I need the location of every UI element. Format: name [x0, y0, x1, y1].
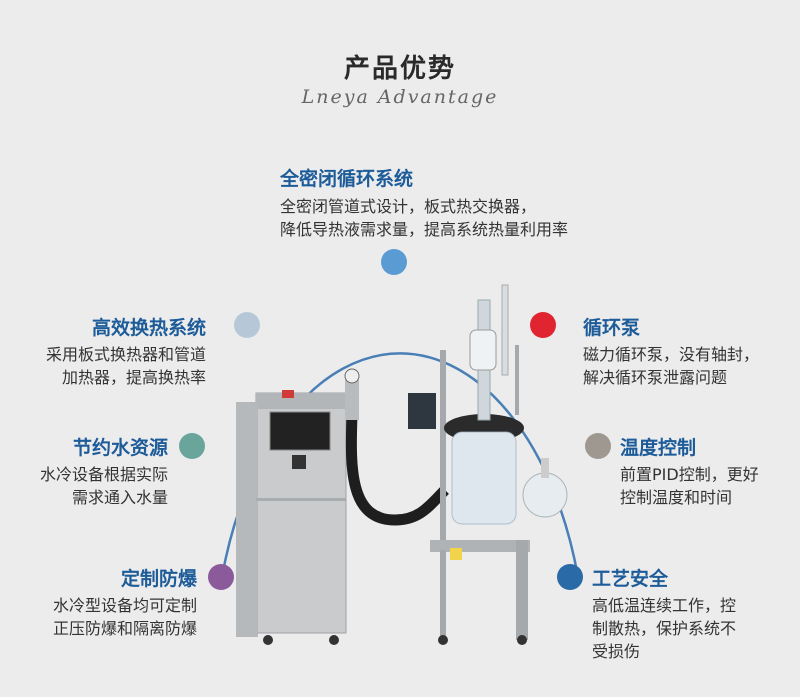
- feature-desc-line: 采用板式换热器和管道: [45, 345, 206, 364]
- feature-desc-line: 水冷型设备均可定制: [52, 596, 197, 615]
- feature-title-circulation-pump: 循环泵: [583, 317, 641, 339]
- feature-desc-line: 需求通入水量: [71, 488, 168, 507]
- feature-desc-line: 受损伤: [592, 642, 641, 661]
- feature-desc-line: 磁力循环泵，没有轴封，: [583, 345, 760, 364]
- feature-desc-line: 正压防爆和隔离防爆: [52, 619, 197, 638]
- feature-desc-line: 制散热，保护系统不: [592, 619, 737, 638]
- feature-dot-right3: [557, 564, 583, 590]
- feature-desc-line: 全密闭管道式设计，板式热交换器，: [280, 197, 537, 216]
- feature-dot-right2: [585, 433, 611, 459]
- feature-desc-line: 前置PID控制，更好: [620, 465, 759, 484]
- feature-desc-line: 控制温度和时间: [620, 488, 733, 507]
- feature-desc-line: 解决循环泵泄露问题: [583, 368, 728, 387]
- hose: [345, 414, 449, 526]
- feature-dot-left1: [234, 312, 260, 338]
- reactor: [408, 284, 568, 645]
- feature-dot-top: [381, 249, 407, 275]
- feature-dot-left2: [179, 433, 205, 459]
- feature-title-sealed-loop: 全密闭循环系统: [280, 168, 414, 190]
- feature-title-heat-exchange: 高效换热系统: [91, 317, 206, 339]
- feature-title-explosion-proof: 定制防爆: [120, 568, 197, 590]
- page-subtitle: Lneya Advantage: [301, 86, 499, 108]
- feature-dot-right1: [530, 312, 556, 338]
- page-title: 产品优势: [343, 54, 456, 84]
- feature-dot-left3: [208, 564, 234, 590]
- feature-desc-line: 降低导热液需求量，提高系统热量利用率: [280, 220, 569, 239]
- feature-desc-line: 高低温连续工作，控: [592, 596, 737, 615]
- feature-desc-line: 水冷设备根据实际: [39, 465, 168, 484]
- feature-title-temperature-control: 温度控制: [620, 437, 697, 459]
- feature-title-process-safety: 工艺安全: [592, 568, 669, 590]
- feature-title-water-saving: 节约水资源: [72, 437, 168, 459]
- feature-desc-line: 加热器，提高换热率: [61, 368, 206, 387]
- chiller-unit: [236, 390, 347, 645]
